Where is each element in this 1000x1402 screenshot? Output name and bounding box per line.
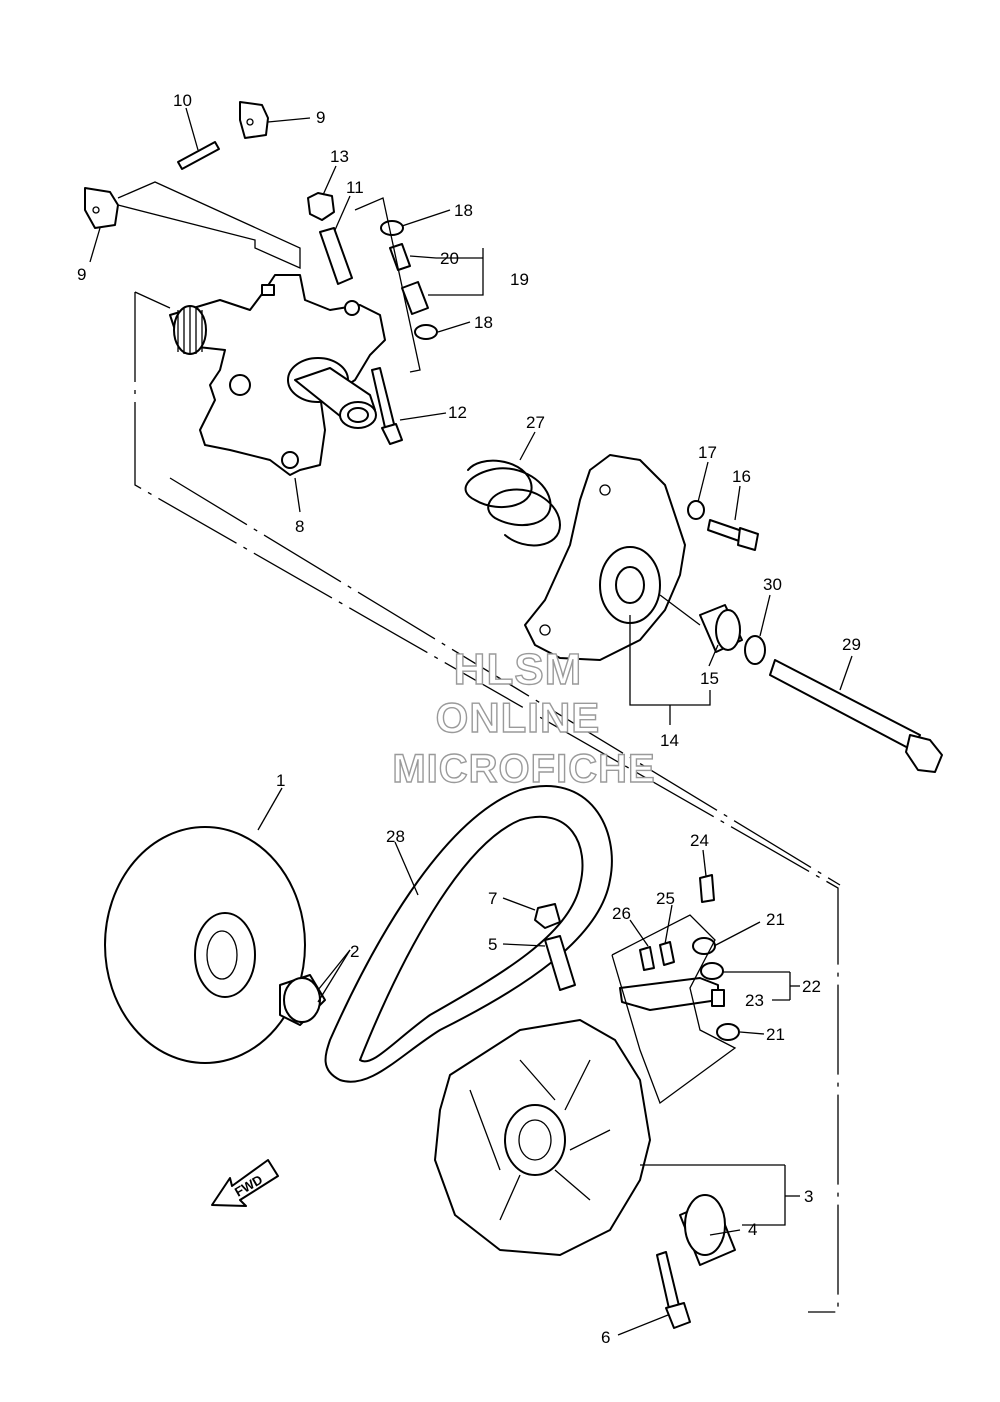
- callout-20: 20: [440, 249, 459, 268]
- collar-2: [279, 974, 326, 1026]
- washer-17: [687, 500, 705, 520]
- sheave-1: [104, 826, 306, 1064]
- callout-14: 14: [660, 731, 679, 750]
- callout-16: 16: [732, 467, 751, 486]
- callout-9-left: 9: [77, 265, 86, 284]
- callout-26: 26: [612, 904, 631, 923]
- bushing-4: [679, 1194, 736, 1266]
- sleeve-5: [544, 935, 576, 991]
- bushing-19: [401, 281, 429, 315]
- bolt-12: [371, 367, 396, 433]
- nut-13: [307, 192, 335, 221]
- cover-14: [524, 454, 686, 661]
- callout-15: 15: [700, 669, 719, 688]
- watermark-line-2: ONLINE: [436, 694, 601, 741]
- spider-assembly: [169, 274, 386, 476]
- callout-18-bottom: 18: [474, 313, 493, 332]
- axis-line: [169, 477, 841, 886]
- weight-9-right: [239, 101, 269, 139]
- nut-7: [534, 903, 561, 929]
- callout-4: 4: [748, 1220, 757, 1239]
- callout-29: 29: [842, 635, 861, 654]
- callout-30: 30: [763, 575, 782, 594]
- callout-6: 6: [601, 1328, 610, 1347]
- callout-1: 1: [276, 771, 285, 790]
- callout-27: 27: [526, 413, 545, 432]
- bolt-29: [769, 659, 943, 773]
- callout-10: 10: [173, 91, 192, 110]
- callout-8: 8: [295, 517, 304, 536]
- watermark: HLSM ONLINE MICROFICHE: [392, 644, 656, 791]
- callout-23: 23: [745, 991, 764, 1010]
- sheave-3: [434, 1019, 651, 1256]
- callout-labels: 10 9 9 13 11 18 20 19 18 12 8 27 17 16 3…: [77, 91, 861, 1347]
- callout-5: 5: [488, 935, 497, 954]
- washer-30: [744, 635, 766, 665]
- callout-24: 24: [690, 831, 709, 850]
- assembly-frame: [134, 291, 839, 1313]
- callout-2: 2: [350, 942, 359, 961]
- callout-25: 25: [656, 889, 675, 908]
- leader-lines: [89, 107, 853, 1336]
- callout-12: 12: [448, 403, 467, 422]
- callout-7: 7: [488, 889, 497, 908]
- callout-17: 17: [698, 443, 717, 462]
- callout-21-bottom: 21: [766, 1025, 785, 1044]
- bushing-20: [389, 243, 411, 271]
- callout-28: 28: [386, 827, 405, 846]
- callout-21-top: 21: [766, 910, 785, 929]
- watermark-line-3: MICROFICHE: [392, 747, 655, 791]
- callout-11: 11: [346, 178, 364, 197]
- watermark-line-1: HLSM: [454, 645, 583, 694]
- callout-22: 22: [802, 977, 821, 996]
- callout-13: 13: [330, 147, 349, 166]
- callout-18-top: 18: [454, 201, 473, 220]
- fwd-arrow-icon: FWD: [211, 1159, 279, 1207]
- weight-9-left: [84, 187, 119, 229]
- washer-18-top: [380, 220, 404, 236]
- bushing-15: [699, 604, 743, 653]
- washer-18-bottom: [414, 324, 438, 340]
- sleeve-11: [319, 227, 353, 285]
- callout-9-right: 9: [316, 108, 325, 127]
- callout-3: 3: [804, 1187, 813, 1206]
- spring-27: [464, 459, 561, 547]
- bolt-6: [656, 1251, 691, 1329]
- cam-group: [611, 874, 740, 1105]
- bracket-18-19: [354, 197, 421, 373]
- belt-28: [324, 785, 613, 1083]
- callout-19: 19: [510, 270, 529, 289]
- pin-10: [177, 141, 220, 170]
- weight-bracket-lines: [117, 181, 301, 270]
